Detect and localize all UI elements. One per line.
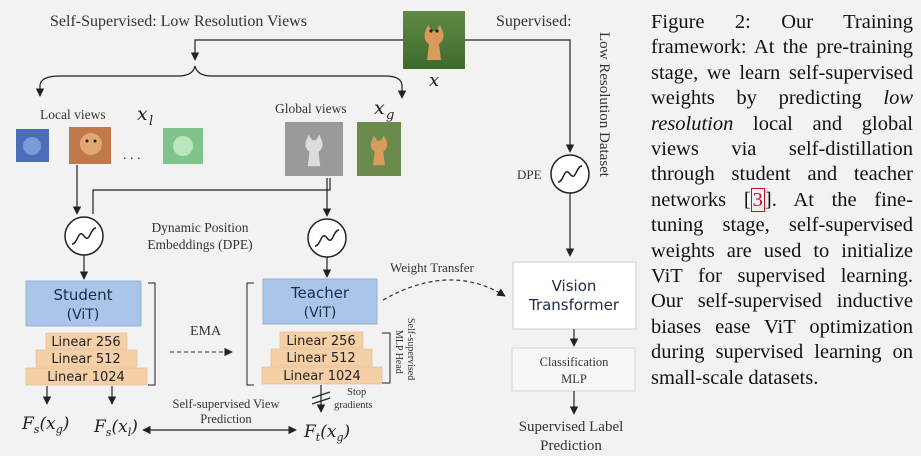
stop-label-line2: gradients	[334, 400, 373, 411]
ssvp-label-line2: Prediction	[200, 412, 252, 426]
student-linear-512: Linear 512	[51, 352, 120, 367]
framework-diagram: Self-Supervised: Low Resolution Views Su…	[16, 11, 637, 454]
vit-label-line1: Vision	[552, 277, 597, 295]
citation-link[interactable]: 3	[750, 187, 765, 212]
dpe-icon	[307, 218, 347, 258]
svg-text:Fs(xg): Fs(xg)	[21, 414, 69, 436]
cat-crop-global-gray	[285, 122, 343, 176]
dpe-label-line2: Embeddings (DPE)	[147, 237, 252, 252]
figure-caption: Figure 2: Our Training framework: At the…	[651, 10, 913, 391]
global-views-symbol: x	[374, 97, 385, 119]
slp-label-line2: Prediction	[540, 438, 602, 454]
output-fs-xg: Fs(xg)	[21, 414, 69, 436]
weight-transfer-arrow	[382, 279, 506, 301]
global-views-subscript: g	[386, 108, 394, 123]
student-bracket	[148, 282, 156, 386]
teacher-linear-1024: Linear 1024	[283, 369, 361, 384]
cls-label-line2: MLP	[561, 372, 587, 386]
slp-label-line1: Supervised Label	[519, 419, 624, 435]
weight-transfer-label: Weight Transfer	[390, 260, 474, 275]
teacher-network: Teacher (ViT) Linear 256 Linear 512 Line…	[261, 278, 383, 385]
vit-label-line2: Transformer	[528, 296, 620, 314]
student-linear-256: Linear 256	[51, 335, 120, 350]
header-self-supervised: Self-Supervised: Low Resolution Views	[50, 13, 307, 30]
dpe-icon	[550, 154, 590, 194]
stop-gradient-mark	[311, 397, 331, 405]
cat-crop-global-color	[357, 122, 401, 176]
arrow-to-views	[190, 39, 403, 61]
student-network: Student (ViT) Linear 256 Linear 512 Line…	[25, 280, 148, 386]
cat-photo-input	[403, 11, 465, 69]
student-sub: (ViT)	[67, 307, 100, 323]
teacher-title: Teacher	[290, 284, 350, 302]
cat-crop-local-green	[163, 128, 203, 164]
caption-emphasis: low resolution	[651, 87, 913, 135]
header-supervised: Supervised:	[496, 13, 572, 30]
student-title: Student	[53, 286, 112, 304]
teacher-sub: (ViT)	[304, 305, 337, 321]
mlp-head-bracket	[382, 332, 391, 384]
ema-label: EMA	[190, 324, 222, 339]
cls-label-line1: Classification	[540, 355, 609, 369]
local-views-symbol: x	[137, 103, 148, 125]
mlp-head-label-line2: MLP Head	[393, 330, 404, 374]
local-views-label: Local views	[40, 107, 106, 122]
caption-part2: local and global views via self-distilla…	[651, 112, 913, 211]
ssvp-label-line1: Self-supervised View	[173, 397, 280, 411]
connector-global-to-student	[92, 178, 331, 214]
local-views-subscript: l	[149, 114, 153, 129]
cat-crop-local-blue	[16, 129, 49, 162]
global-views-label: Global views	[275, 101, 347, 116]
arrow-to-dpe-supervised	[465, 39, 575, 153]
caption-part1: Figure 2: Our Training framework: At the…	[651, 11, 913, 110]
low-resolution-dataset-label: Low Resolution Dataset	[596, 32, 612, 178]
teacher-linear-512: Linear 512	[286, 351, 355, 366]
output-fs-xl: Fs(xl)	[93, 417, 138, 439]
student-linear-1024: Linear 1024	[47, 370, 125, 385]
local-views-ellipsis: . . .	[123, 148, 141, 163]
cat-crop-local-orange	[69, 127, 111, 164]
svg-text:Ft(xg): Ft(xg)	[303, 422, 350, 444]
vision-transformer-box: Vision Transformer	[512, 261, 637, 330]
teacher-linear-256: Linear 256	[286, 334, 355, 349]
dpe-icon	[64, 216, 104, 256]
dpe-small-label: DPE	[517, 167, 542, 182]
classification-mlp-box: Classification MLP	[511, 347, 636, 392]
stop-label-line1: Stop	[347, 387, 366, 398]
input-symbol: x	[429, 70, 439, 91]
caption-part3: ]. At the fine-tuning stage, self-superv…	[651, 188, 913, 389]
mlp-head-label-line1: Self-supervised	[405, 318, 416, 380]
stop-gradient-mark	[311, 391, 331, 399]
teacher-bracket	[246, 282, 254, 386]
svg-text:Fs(xl): Fs(xl)	[93, 417, 138, 439]
view-brace	[39, 65, 403, 87]
output-ft-xg: Ft(xg)	[303, 422, 350, 444]
dpe-label-line1: Dynamic Position	[151, 220, 248, 235]
